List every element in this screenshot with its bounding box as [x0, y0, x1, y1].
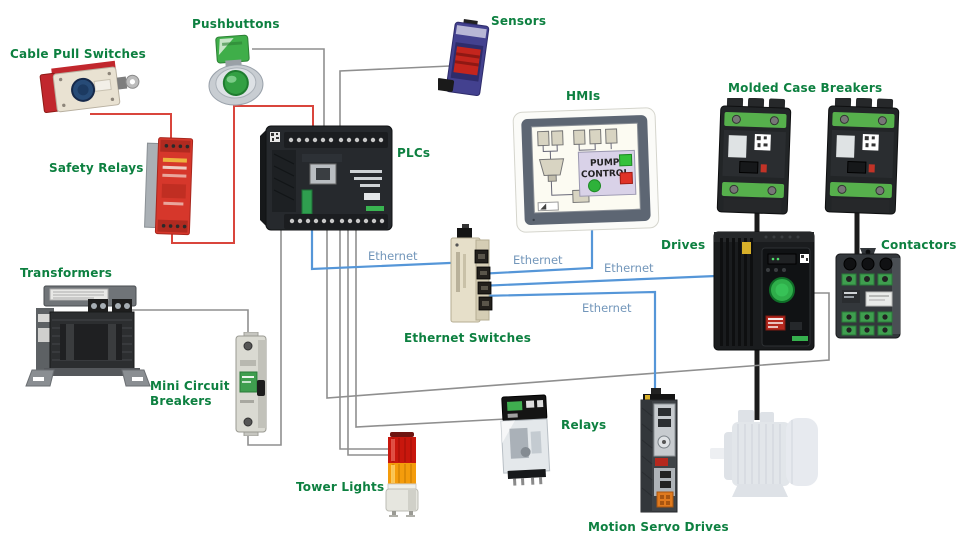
relay-image [500, 394, 551, 486]
ethernet-wire-switch-to-drive [477, 274, 717, 288]
label-transformers: Transformers [20, 266, 113, 280]
label-safety-relays: Safety Relays [49, 161, 144, 175]
safety-relay-image [144, 137, 194, 236]
wire-plc-to-drive [326, 228, 830, 399]
hmi-screen-graphic: PUMP CONTROL [537, 128, 637, 212]
label-sensors: Sensors [491, 14, 547, 28]
plc-image [260, 125, 393, 231]
wire-plc-to-relay [355, 228, 507, 428]
label-motion-servo-drives: Motion Servo Drives [588, 520, 729, 534]
wire-plc-to-tower-light-1 [339, 228, 390, 450]
label-mini-circuit-breakers: Mini Circuit Breakers [150, 379, 230, 409]
label-contactors: Contactors [881, 238, 957, 252]
hmi-image: PUMP CONTROL [512, 107, 660, 233]
ethernet-caption-servo: Ethernet [582, 301, 632, 315]
molded-case-breaker-2-image [824, 98, 900, 215]
molded-case-breaker-1-image [716, 98, 792, 215]
drive-image [713, 231, 815, 351]
mini-circuit-breaker-image [235, 332, 267, 436]
pushbutton-image [208, 34, 264, 106]
label-relays: Relays [561, 418, 607, 432]
label-molded-case-breakers: Molded Case Breakers [728, 81, 883, 95]
wire-pushbutton-to-plc [252, 48, 325, 136]
label-mini-circuit-breakers-line1: Mini Circuit [150, 379, 230, 393]
label-pushbuttons: Pushbuttons [192, 17, 280, 31]
ethernet-caption-hmi: Ethernet [513, 253, 563, 267]
label-hmis: HMIs [566, 89, 601, 103]
ethernet-wire-switch-to-servo [479, 290, 657, 400]
motion-servo-drive-image [640, 388, 678, 513]
motor-ghost-image [710, 410, 818, 497]
cable-pull-switch-image [39, 60, 140, 113]
label-tower-lights: Tower Lights [296, 480, 385, 494]
wire-cable-pull-to-safety-relay [90, 113, 172, 145]
sensor-image [438, 19, 490, 97]
wire-safety-relay-to-plc [171, 105, 314, 244]
ethernet-switch-image [450, 224, 493, 323]
label-plcs: PLCs [397, 146, 431, 160]
ethernet-caption-drive: Ethernet [604, 261, 654, 275]
label-ethernet-switches: Ethernet Switches [404, 331, 532, 345]
label-drives: Drives [661, 238, 706, 252]
hmi-screen-text-line2: CONTROL [581, 169, 630, 181]
contactor-image [835, 248, 901, 339]
tower-light-image [385, 432, 419, 517]
hmi-screen-text-line1: PUMP [590, 158, 620, 169]
transformer-image [25, 285, 151, 387]
ethernet-wire-hmi-to-switch [476, 222, 594, 276]
ethernet-caption-plc: Ethernet [368, 249, 418, 263]
wire-sensor-to-plc [339, 65, 451, 136]
wire-plc-to-tower-light-2 [347, 228, 390, 456]
label-mini-circuit-breakers-line2: Breakers [150, 394, 212, 408]
label-cable-pull-switches: Cable Pull Switches [10, 47, 146, 61]
wire-mini-breaker-to-plc [247, 228, 282, 446]
